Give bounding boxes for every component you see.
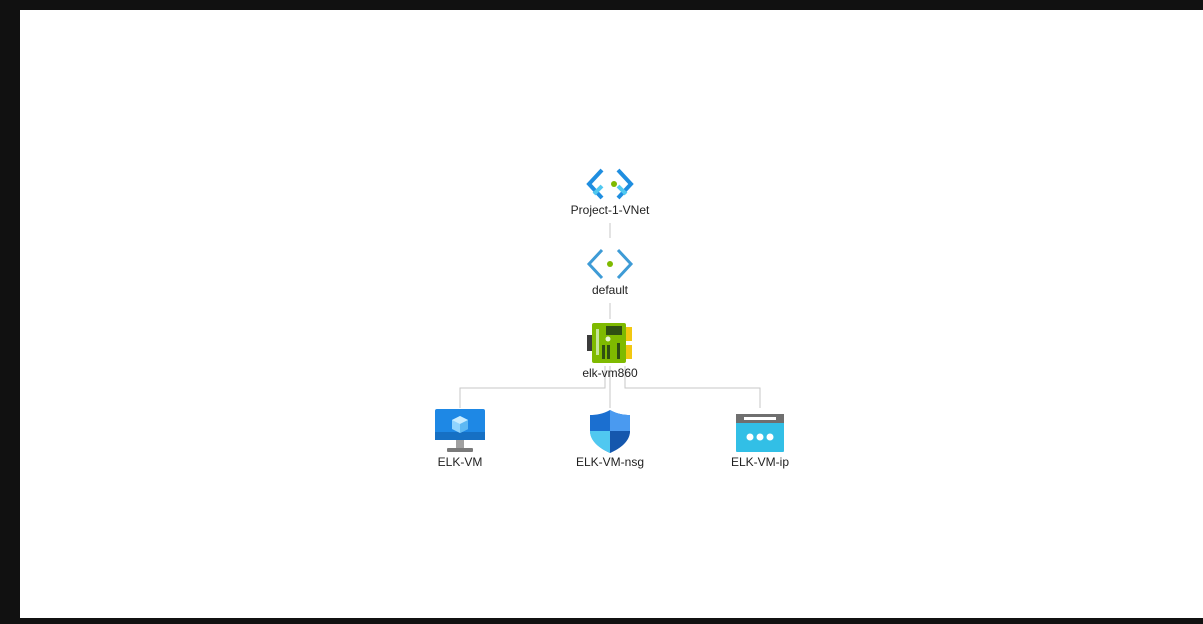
node-label: ELK-VM-nsg	[575, 455, 645, 469]
node-vnet[interactable]: Project-1-VNet	[540, 166, 680, 217]
edge-nic-ip	[624, 366, 761, 408]
edge-nic-vm	[459, 366, 606, 408]
topology-canvas[interactable]: Project-1-VNet default elk-vm860	[20, 10, 1203, 618]
node-label: default	[591, 283, 629, 297]
node-label: ELK-VM-ip	[730, 455, 789, 469]
virtual-machine-icon	[435, 409, 485, 452]
node-vm[interactable]: ELK-VM	[390, 408, 530, 469]
node-label: ELK-VM	[437, 455, 483, 469]
node-label: elk-vm860	[582, 366, 638, 380]
public-ip-icon	[736, 414, 784, 452]
node-nsg[interactable]: ELK-VM-nsg	[540, 408, 680, 469]
node-ip[interactable]: ELK-VM-ip	[690, 408, 830, 469]
topology-links	[459, 223, 761, 408]
network-security-group-icon	[590, 410, 630, 453]
node-subnet[interactable]: default	[540, 246, 680, 297]
node-label: Project-1-VNet	[570, 203, 650, 217]
network-interface-icon	[587, 323, 632, 363]
virtual-network-icon	[586, 168, 634, 200]
subnet-icon	[586, 248, 634, 280]
node-nic[interactable]: elk-vm860	[540, 321, 680, 380]
